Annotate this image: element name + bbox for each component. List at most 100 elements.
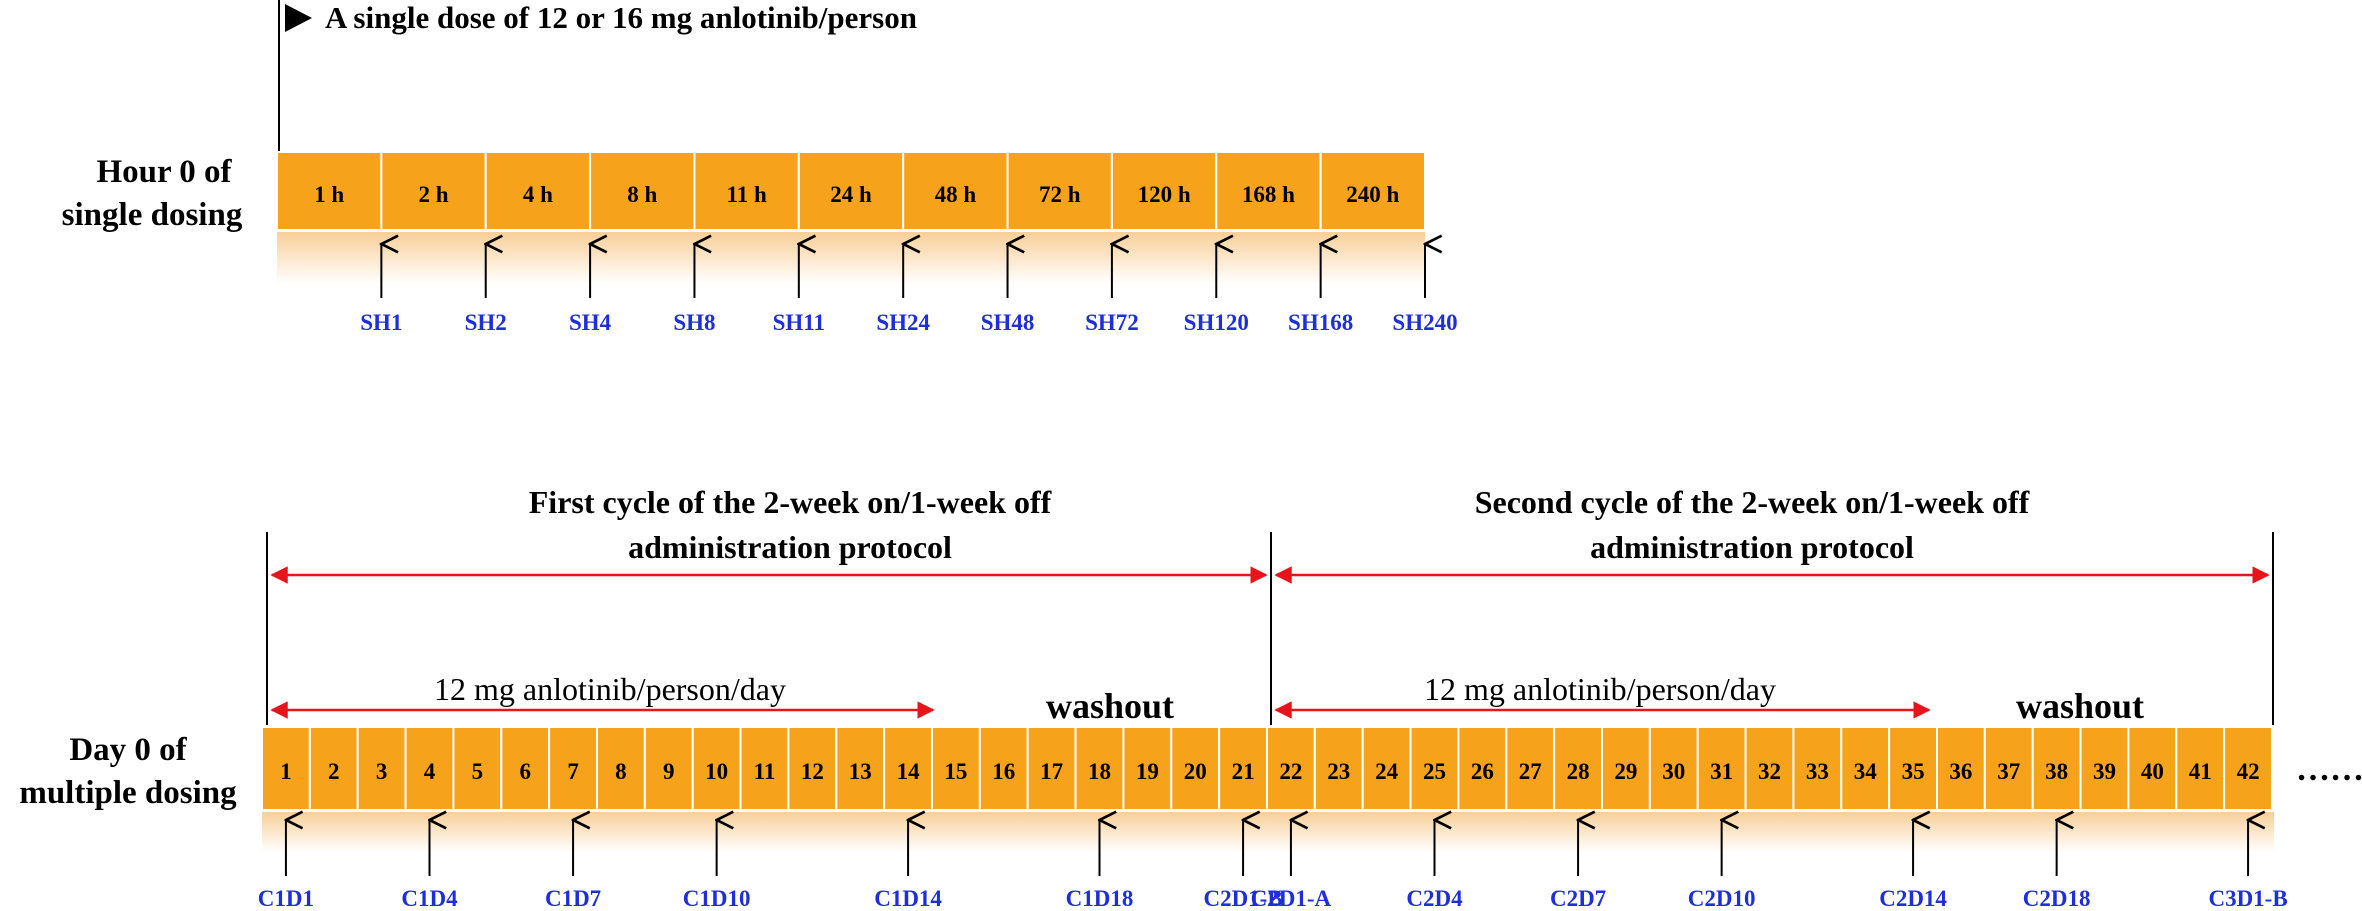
day-cell-label: 42 (2237, 759, 2260, 784)
day-cell-label: 6 (519, 759, 531, 784)
sample-label: C1D7 (545, 886, 601, 911)
day-cell-label: 20 (1184, 759, 1207, 784)
day-cell-label: 40 (2141, 759, 2164, 784)
day-cell-label: 12 (801, 759, 824, 784)
day-cell-label: 9 (663, 759, 675, 784)
sample-label: C1D4 (401, 886, 458, 911)
day-cell (643, 726, 694, 811)
hour-cell (797, 151, 905, 231)
sample-label: SH48 (981, 310, 1035, 335)
day-cell (1601, 726, 1651, 811)
day-cell-label: 15 (944, 759, 967, 784)
sample-label: C3D1-B (2208, 886, 2287, 911)
day-cell-label: 21 (1232, 759, 1255, 784)
sample-label: SH120 (1184, 310, 1249, 335)
day-cell (1361, 726, 1412, 811)
day-cell-label: 18 (1088, 759, 1111, 784)
single-timeline-shadow (277, 232, 1425, 284)
day-cell-label: 5 (472, 759, 484, 784)
day-cell (2079, 726, 2130, 811)
day-cell-label: 11 (754, 759, 776, 784)
hour-cell-label: 1 h (314, 182, 344, 207)
day-cell (1457, 726, 1508, 811)
day-cell-label: 3 (376, 759, 388, 784)
dose-pointer-icon (285, 4, 312, 32)
day-cell (2127, 726, 2178, 811)
day-cell (1074, 726, 1125, 811)
day-cell-label: 8 (615, 759, 627, 784)
cycle1-title-line1: First cycle of the 2-week on/1-week off (529, 484, 1052, 520)
hour-cell-label: 48 h (935, 182, 977, 207)
day-cell-label: 23 (1327, 759, 1350, 784)
hour-cell-label: 120 h (1138, 182, 1191, 207)
day-cell-label: 7 (567, 759, 579, 784)
hour-cell-label: 24 h (830, 182, 872, 207)
sample-label: C2D1-B (1203, 886, 1282, 911)
day-cell-label: 13 (849, 759, 872, 784)
day-cell-label: 33 (1806, 759, 1829, 784)
day-cell (356, 726, 407, 811)
sample-label: C2D10 (1688, 886, 1756, 911)
sample-label: C1D10 (683, 886, 751, 911)
day-cell-label: 17 (1040, 759, 1063, 784)
hour-cell (1215, 151, 1322, 231)
cycle2-washout-label: washout (2016, 686, 2144, 726)
hour-cell-label: 2 h (419, 182, 449, 207)
single-dose-label: A single dose of 12 or 16 mg anlotinib/p… (325, 0, 917, 35)
day-cell-label: 28 (1567, 759, 1590, 784)
day-cell (931, 726, 981, 811)
sample-label: SH168 (1288, 310, 1353, 335)
multiple-start-label-line2: multiple dosing (19, 775, 237, 811)
hour-cell-label: 4 h (523, 182, 553, 207)
single-start-label-line2: single dosing (62, 197, 243, 233)
cycle1-title-line2: administration protocol (628, 529, 952, 565)
day-cell (404, 726, 455, 811)
sample-label: SH72 (1085, 310, 1139, 335)
day-cell-label: 27 (1519, 759, 1542, 784)
sample-label: C2D4 (1406, 886, 1463, 911)
multiple-dosing-section: First cycle of the 2-week on/1-week off … (19, 484, 2362, 911)
cycle2-title-line1: Second cycle of the 2-week on/1-week off (1475, 484, 2030, 520)
day-cell (1553, 726, 1603, 811)
sample-label: SH8 (673, 310, 715, 335)
cycle1-dose-label: 12 mg anlotinib/person/day (434, 671, 786, 707)
sample-label: SH4 (569, 310, 612, 335)
cycle2-title-line2: administration protocol (1590, 529, 1914, 565)
day-cell-label: 19 (1136, 759, 1159, 784)
day-cell-label: 4 (424, 759, 436, 784)
day-cell (1266, 726, 1316, 811)
multiple-sample-arrows (286, 820, 2248, 876)
day-cell-label: 38 (2045, 759, 2068, 784)
single-dosing-section: A single dose of 12 or 16 mg anlotinib/p… (62, 0, 1458, 335)
day-cell-label: 37 (1997, 759, 2020, 784)
day-cell (1888, 726, 1938, 811)
hour-cell (380, 151, 487, 231)
hour-cell-label: 72 h (1039, 182, 1081, 207)
sample-label: C2D14 (1879, 886, 1947, 911)
multiple-timeline-shadow (262, 812, 2274, 852)
cycle1-washout-label: washout (1046, 686, 1174, 726)
sample-label: C2D18 (2023, 886, 2091, 911)
sample-label: C1D1 (258, 886, 314, 911)
day-cell (2175, 726, 2226, 811)
day-cell (835, 726, 886, 811)
hour-cell (1319, 151, 1426, 231)
day-cell-label: 35 (1902, 759, 1925, 784)
sample-label: SH2 (465, 310, 507, 335)
day-cell (1792, 726, 1843, 811)
day-cell (691, 726, 742, 811)
single-start-label-line1: Hour 0 of (96, 154, 232, 190)
day-cell (1122, 726, 1173, 811)
day-cell-label: 16 (992, 759, 1015, 784)
day-cell-label: 32 (1758, 759, 1781, 784)
hour-cell (1110, 151, 1218, 231)
sample-label: C1D14 (874, 886, 942, 911)
sample-label: SH240 (1392, 310, 1457, 335)
day-cell-label: 41 (2189, 759, 2212, 784)
multiple-start-label-line1: Day 0 of (69, 732, 187, 768)
day-cell-label: 1 (280, 759, 292, 784)
